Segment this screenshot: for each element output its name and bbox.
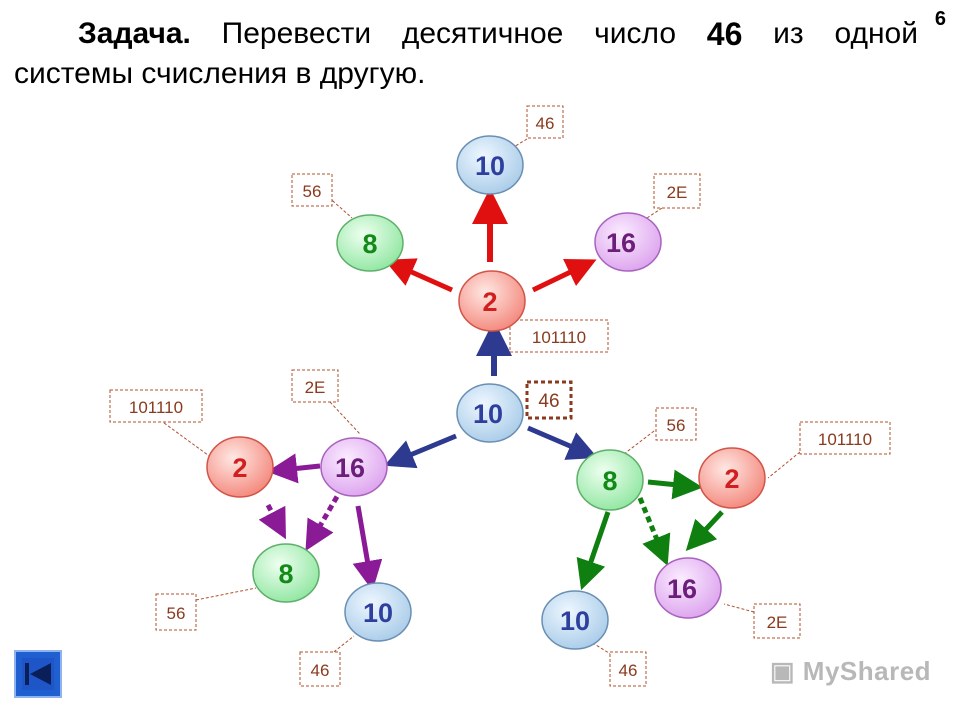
task-title-line-2: системы счисления в другую.	[14, 57, 426, 90]
callout-t10: 46	[526, 105, 564, 139]
callout-t8: 56	[291, 173, 333, 207]
svg-text:8: 8	[602, 466, 617, 496]
arrow-2-to-16	[531, 258, 597, 293]
svg-text:2: 2	[724, 464, 739, 494]
slide-number: 6	[934, 8, 946, 30]
svg-text:101110: 101110	[129, 398, 183, 417]
svg-text:46: 46	[311, 661, 330, 680]
watermark-logo: ▣ MyShared	[770, 656, 931, 687]
svg-text:56: 56	[167, 604, 186, 623]
task-word: одной	[834, 17, 918, 50]
callout-l8: 56	[155, 593, 197, 631]
callout-boxes: 46 56 2E 101110 46 2E 101110 56 46 56 10…	[109, 105, 891, 687]
arrow-2-to-16	[685, 510, 724, 551]
svg-text:16: 16	[606, 228, 636, 258]
svg-text:46: 46	[538, 391, 559, 412]
skip-back-icon	[22, 658, 54, 690]
callout-t16: 2E	[653, 173, 701, 209]
callout-l16: 2E	[291, 369, 339, 403]
arrow-8-to-10	[576, 511, 611, 591]
callout-t2: 101110	[509, 319, 609, 353]
arrow-8-to-2	[647, 469, 703, 500]
svg-text:2: 2	[482, 287, 497, 317]
back-to-start-button[interactable]	[14, 650, 62, 698]
node-left-16: 16	[320, 437, 388, 497]
svg-text:16: 16	[667, 574, 697, 604]
callout-r10: 46	[609, 651, 647, 687]
task-title-line-1: Задача. Перевести десятичное число 46 из…	[14, 14, 918, 54]
node-top-10: 10	[456, 135, 524, 195]
node-right-16: 16	[654, 557, 722, 619]
arrow-16-to-8-dashed	[305, 486, 345, 551]
svg-text:10: 10	[475, 151, 505, 181]
svg-text:46: 46	[536, 114, 555, 133]
arrow-10-to-8	[527, 425, 598, 460]
node-right-2: 2	[698, 447, 766, 509]
svg-text:56: 56	[667, 416, 686, 435]
arrow-8-to-16-dashed	[637, 497, 671, 566]
svg-text:2E: 2E	[305, 378, 326, 397]
node-top-8: 8	[336, 214, 404, 272]
svg-text:101110: 101110	[818, 430, 872, 449]
arrow-10-to-16	[384, 433, 457, 469]
svg-text:2E: 2E	[767, 613, 788, 632]
callout-l10: 46	[299, 651, 341, 687]
nodes: 10 10 8 16 2 16 2 8 10 8 2 16 10	[206, 135, 766, 650]
node-right-10: 10	[541, 590, 609, 650]
task-number: 46	[706, 16, 743, 52]
callout-r8: 56	[655, 407, 697, 441]
svg-text:8: 8	[278, 559, 293, 589]
watermark-text: MyShared	[802, 656, 932, 686]
arrow-16-to-2	[267, 453, 321, 484]
svg-text:8: 8	[362, 229, 377, 259]
arrow-16-to-10	[352, 505, 383, 591]
node-top-2: 2	[458, 270, 526, 332]
svg-text:10: 10	[473, 399, 503, 429]
node-center-10: 10	[456, 383, 524, 443]
task-word: число	[594, 17, 677, 50]
node-top-16: 16	[594, 212, 662, 272]
callout-r2: 101110	[799, 421, 891, 455]
svg-text:16: 16	[335, 453, 365, 483]
callout-r16: 2E	[753, 603, 801, 639]
callout-l2: 101110	[109, 389, 203, 423]
svg-text:2: 2	[232, 453, 247, 483]
callout-c10: 46	[525, 380, 573, 420]
node-left-8: 8	[252, 543, 320, 603]
task-word: Перевести	[221, 17, 372, 50]
svg-text:101110: 101110	[532, 328, 586, 347]
svg-text:10: 10	[560, 606, 590, 636]
task-word: десятичное	[401, 17, 564, 50]
task-label: Задача.	[78, 17, 191, 50]
node-right-8: 8	[576, 449, 644, 511]
svg-text:46: 46	[619, 661, 638, 680]
presentation-icon: ▣	[770, 656, 803, 686]
arrow-2-to-8-dashed	[258, 503, 286, 540]
arrow-2-to-8	[384, 258, 454, 293]
node-left-2: 2	[206, 436, 274, 498]
svg-text:56: 56	[303, 182, 322, 201]
task-word: из	[773, 17, 804, 50]
node-left-10: 10	[344, 582, 412, 642]
arrows	[258, 188, 724, 591]
task-title: Задача. Перевести десятичное число 46 из…	[14, 14, 918, 94]
svg-text:2E: 2E	[667, 183, 688, 202]
svg-text:10: 10	[363, 598, 393, 628]
